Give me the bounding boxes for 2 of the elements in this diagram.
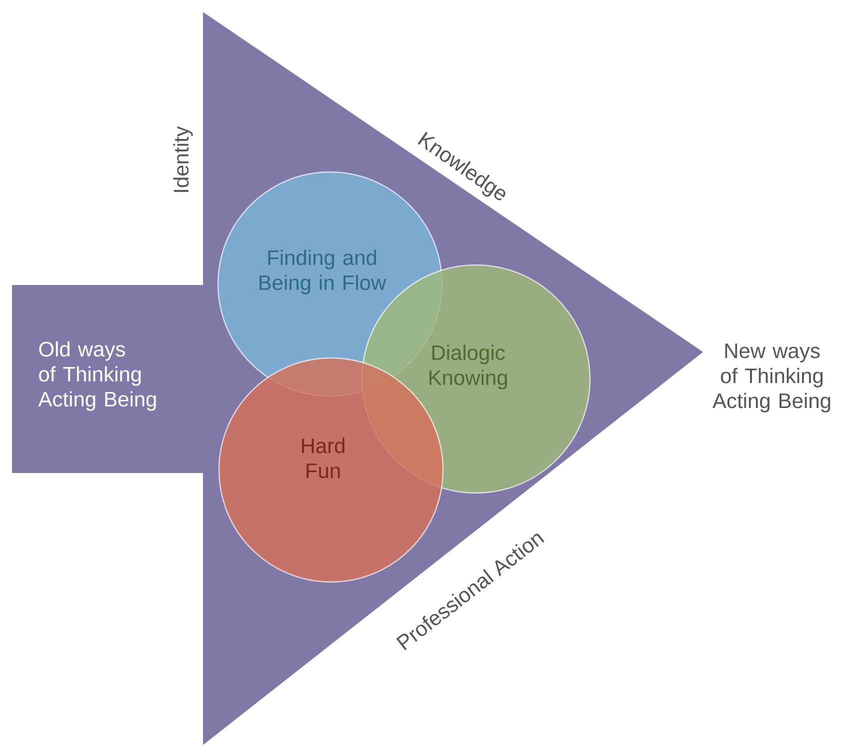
side-label: New ways of Thinking Acting Being [712, 344, 830, 412]
side-label: Identity [173, 126, 193, 192]
